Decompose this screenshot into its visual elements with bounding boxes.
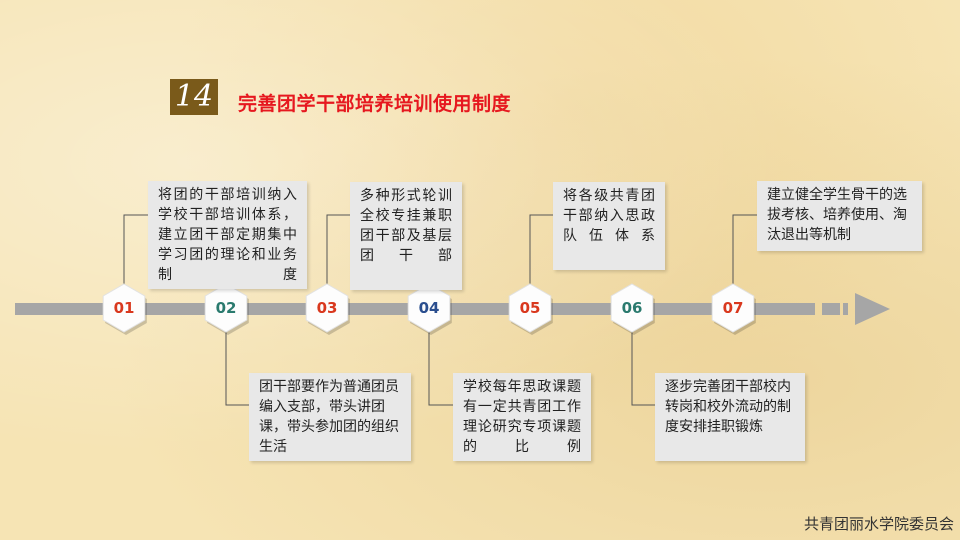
step-07-node: 07 (711, 284, 755, 332)
step-04-box: 学校每年思政课题有一定共青团工作理论研究专项课题的比例 (453, 373, 591, 461)
timeline-arrow-icon (855, 293, 890, 325)
hex-node (610, 283, 654, 333)
step-02-node: 02 (204, 284, 248, 332)
timeline-dash-2 (843, 303, 848, 315)
connector-line (326, 214, 350, 308)
step-07-box: 建立健全学生骨干的选拔考核、培养使用、淘汰退出等机制 (757, 181, 922, 251)
timeline-dash-1 (822, 303, 840, 315)
step-number: 03 (316, 299, 338, 317)
step-02-box: 团干部要作为普通团员编入支部，带头讲团课，带头参加团的组织生活 (249, 373, 411, 461)
timeline-connectors (123, 214, 757, 406)
step-number: 06 (621, 299, 643, 317)
step-06-box: 逐步完善团干部校内转岗和校外流动的制度安排挂职锻炼 (655, 373, 805, 461)
step-01-box: 将团的干部培训纳入学校干部培训体系，建立团干部定期集中学习团的理论和业务制度 (148, 181, 307, 289)
step-03-box: 多种形式轮训全校专挂兼职团干部及基层团干部 (350, 182, 462, 290)
hex-node (407, 283, 451, 333)
step-number: 07 (722, 299, 744, 317)
hex-node (711, 283, 755, 333)
connector-line (631, 308, 655, 406)
timeline-hexes (102, 283, 756, 335)
step-number: 02 (215, 299, 237, 317)
step-05-node: 05 (508, 284, 552, 332)
connector-line (225, 308, 249, 406)
hex-node (508, 283, 552, 333)
step-number: 01 (113, 299, 135, 317)
connector-line (529, 214, 553, 308)
connector-line (428, 308, 453, 406)
page-title: 完善团学干部培养培训使用制度 (238, 93, 512, 115)
hex-node (305, 283, 349, 333)
step-06-node: 06 (610, 284, 654, 332)
step-04-node: 04 (407, 284, 451, 332)
step-number: 05 (519, 299, 541, 317)
step-05-box: 将各级共青团干部纳入思政队伍体系 (553, 182, 665, 270)
hex-node (204, 283, 248, 333)
footer-org: 共青团丽水学院委员会 (803, 515, 954, 533)
title-badge: 14 (170, 79, 218, 115)
connector-line (123, 214, 148, 308)
step-03-node: 03 (305, 284, 349, 332)
step-number: 04 (418, 299, 440, 317)
hex-node (102, 283, 146, 333)
connector-line (732, 214, 757, 308)
step-01-node: 01 (102, 284, 146, 332)
